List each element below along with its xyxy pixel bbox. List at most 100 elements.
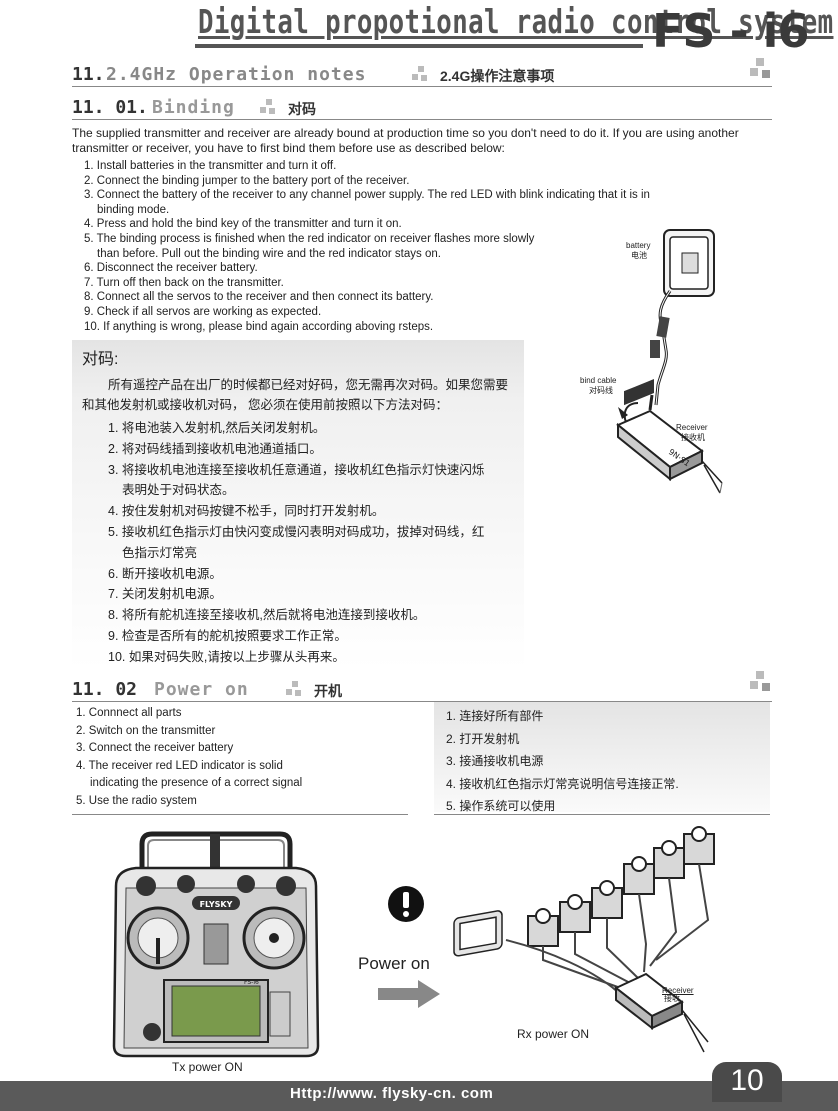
squares-icon <box>750 58 772 80</box>
binding-steps-en: 1. Install batteries in the transmitter … <box>84 159 650 334</box>
receiver-servos-illustration <box>453 826 715 1053</box>
power-on-zh-panel <box>434 702 770 812</box>
servo-icon <box>653 840 685 879</box>
list-item-continuation: 表明处于对码状态。 <box>122 483 235 498</box>
servo-icon <box>527 908 559 947</box>
header-brand: FS - i6 <box>652 4 809 58</box>
list-item: 1. Install batteries in the transmitter … <box>84 160 337 172</box>
list-item-continuation: than before. Pull out the binding wire a… <box>97 247 441 260</box>
section-number: 11. 01. <box>72 97 148 118</box>
list-item: indicating the presence of a correct sig… <box>76 775 406 793</box>
battery-illustration <box>663 229 715 297</box>
list-item: 表明处于对码状态。 <box>108 480 518 501</box>
divider <box>72 814 408 815</box>
list-item: 8. 将所有舵机连接至接收机,然后就将电池连接到接收机。 <box>108 608 426 623</box>
binding-zh-panel <box>72 340 524 672</box>
section-11-01-heading: 11. 01. Binding 对码 <box>72 97 772 119</box>
list-item: 1. 连接好所有部件 <box>446 709 544 723</box>
list-item-continuation: binding mode. <box>97 203 170 216</box>
list-item: 3. Connect the battery of the receiver t… <box>84 189 650 202</box>
battery-label: battery <box>626 241 651 250</box>
binding-zh-title: 对码: <box>82 351 119 368</box>
page-footer <box>0 1081 838 1111</box>
section-number: 11. <box>72 64 105 85</box>
list-item: 6. Disconnect the receiver battery. <box>84 262 258 275</box>
rx-label-zh: 接收 <box>664 994 680 1003</box>
servo-icon <box>683 826 715 865</box>
list-item: 3. 将接收机电池连接至接收机任意通道，接收机红色指示灯快速闪烁 <box>108 462 485 477</box>
list-item: 3. Connect the receiver battery <box>76 742 234 754</box>
list-item: 2. Switch on the transmitter <box>76 724 216 737</box>
list-item: 色指示灯常亮 <box>108 543 518 564</box>
list-item: 4. 按住发射机对码按键不松手，同时打开发射机。 <box>108 504 385 519</box>
divider <box>72 119 772 120</box>
section-title-en: 2.4GHz Operation notes <box>106 64 367 85</box>
list-item: 2. 将对码线插到接收机电池通道插口。 <box>108 441 322 456</box>
list-item: 2. Connect the binding jumper to the bat… <box>84 174 410 187</box>
list-item: 5. Use the radio system <box>76 794 197 807</box>
divider <box>72 701 772 702</box>
divider <box>434 814 770 815</box>
section-title-zh: 2.4G操作注意事项 <box>440 68 555 84</box>
list-item: 6. 断开接收机电源。 <box>108 566 222 581</box>
receiver-illustration: 9N·S1 <box>616 379 704 482</box>
list-item: 10. 如果对码失败,请按以上步骤从头再来。 <box>108 649 345 664</box>
list-item: 4. Press and hold the bind key of the tr… <box>84 218 402 231</box>
squares-icon <box>260 99 276 115</box>
binding-intro: The supplied transmitter and receiver ar… <box>72 126 739 155</box>
tx-model-text: FS-i6 <box>244 979 259 986</box>
header-rule <box>195 44 643 48</box>
receiver-label: Receiver <box>676 423 708 432</box>
list-item-continuation: 色指示灯常亮 <box>122 545 198 560</box>
rx-power-caption: Rx power ON <box>517 1027 590 1041</box>
section-11-heading: 11. 2.4GHz Operation notes 2.4G操作注意事项 <box>72 58 772 86</box>
bind-cable-label-zh: 对码线 <box>589 386 613 395</box>
rx-label: Receiver <box>662 986 694 995</box>
list-item: 7. Turn off then back on the transmitter… <box>84 276 284 289</box>
squares-icon <box>412 66 428 82</box>
list-item: 8. Connect all the servos to the receive… <box>84 291 434 304</box>
list-item-continuation: indicating the presence of a correct sig… <box>90 777 303 789</box>
list-item: than before. Pull out the binding wire a… <box>84 247 624 262</box>
list-item: 4. The receiver red LED indicator is sol… <box>76 759 283 772</box>
list-item: 10. If anything is wrong, please bind ag… <box>84 320 434 333</box>
list-item: 5. 操作系统可以使用 <box>446 799 556 813</box>
power-on-label: Power on <box>358 954 430 973</box>
page-number: 10 <box>730 1064 764 1097</box>
page-header: Digital propotional radio control system… <box>0 0 838 58</box>
section-number: 11. 02 <box>72 679 138 700</box>
list-item: 9. Check if all servos are working as ex… <box>84 305 322 318</box>
squares-icon <box>286 681 302 697</box>
list-item: 9. 检查是否所有的舵机按照要求工作正常。 <box>108 628 347 643</box>
bind-cable-label: bind cable <box>580 376 617 385</box>
list-item: 1. 将电池装入发射机,然后关闭发射机。 <box>108 421 326 435</box>
section-11-02-heading: 11. 02 Power on 开机 <box>72 671 772 701</box>
servo-icon <box>591 880 623 919</box>
squares-icon <box>750 671 772 693</box>
receiver-label-zh: 接收机 <box>681 433 705 442</box>
list-item: 2. 打开发射机 <box>446 731 520 746</box>
binding-zh-intro: 所有遥控产品在出厂的时候都已经对好码，您无需再次对码。如果您需要和其他发射机或接… <box>82 378 509 412</box>
power-on-steps-en: 1. Connnect all parts 2. Switch on the t… <box>76 705 406 810</box>
power-on-steps-zh: 1. 连接好所有部件 2. 打开发射机 3. 接通接收机电源 4. 接收机红色指… <box>446 705 766 818</box>
list-item: 3. 接通接收机电源 <box>446 754 544 768</box>
list-item: 5. The binding process is finished when … <box>84 232 535 245</box>
binding-diagram: 9N·S1 <box>616 229 723 494</box>
list-item: 4. 接收机红色指示灯常亮说明信号连接正常. <box>446 776 679 791</box>
transmitter-illustration: FLYSKY FS-i6 <box>112 831 320 1058</box>
warning-icon <box>388 886 424 922</box>
battery-label-zh: 电池 <box>631 251 647 260</box>
list-item: 7. 关闭发射机电源。 <box>108 587 222 602</box>
list-item: 5. 接收机红色指示灯由快闪变成慢闪表明对码成功，拔掉对码线，红 <box>108 524 485 539</box>
binding-steps-zh: 1. 将电池装入发射机,然后关闭发射机。 2. 将对码线插到接收机电池通道插口。… <box>108 418 518 668</box>
section-title-zh: 对码 <box>288 101 316 117</box>
list-item: 1. Connnect all parts <box>76 707 182 719</box>
footer-url[interactable]: Http://www. flysky-cn. com <box>290 1085 494 1102</box>
list-item: binding mode. <box>84 203 624 218</box>
divider <box>72 86 772 87</box>
tx-power-caption: Tx power ON <box>172 1060 243 1074</box>
section-title-en: Power on <box>154 679 249 700</box>
header-title: Digital propotional radio control system <box>198 2 834 41</box>
section-title-en: Binding <box>152 97 235 118</box>
page-number-tab <box>712 1062 782 1102</box>
